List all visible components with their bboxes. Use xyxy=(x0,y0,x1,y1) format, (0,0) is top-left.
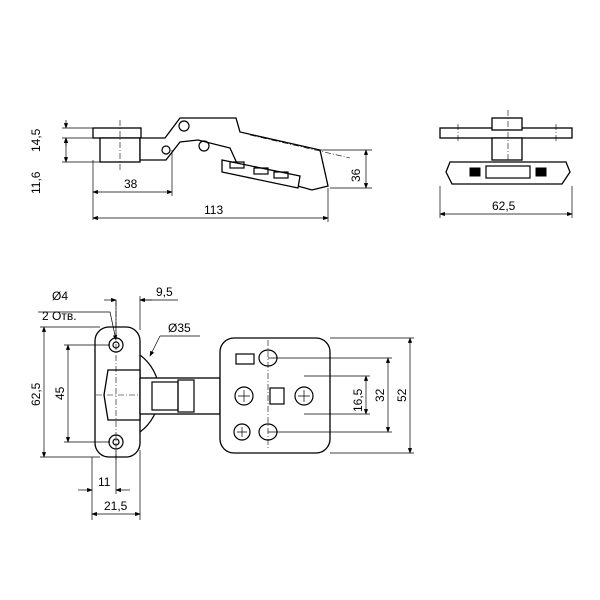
front-center-block xyxy=(485,165,531,179)
screw-left xyxy=(234,386,254,406)
pivot-hole-2 xyxy=(198,140,210,152)
slot-a xyxy=(229,161,245,169)
square-hole xyxy=(269,387,285,405)
pivot-hole-1 xyxy=(178,120,190,132)
cup-flange xyxy=(92,127,142,139)
dim-hole-spacing: 45 xyxy=(53,386,67,400)
plan-view: Ø4 2 Отв. 9,5 Ø35 62,5 45 11 21,5 xyxy=(29,285,414,520)
dim-side-total-length: 113 xyxy=(204,203,223,217)
side-view: 14,5 11,6 38 113 36 xyxy=(29,117,372,222)
dim-side-angle-height: 36 xyxy=(349,168,363,182)
dim-plate-height: 62,5 xyxy=(29,382,43,406)
screw-right xyxy=(294,386,314,406)
dim-mount-slot-small: 16,5 xyxy=(351,388,365,412)
front-cup-top xyxy=(491,117,523,131)
dim-mount-slot-large: 32 xyxy=(373,388,387,402)
adjust-slots xyxy=(235,353,255,365)
front-screw-r xyxy=(535,167,547,177)
dim-hole-offset: 9,5 xyxy=(156,285,173,299)
slot-b xyxy=(253,167,269,175)
dim-side-height-bottom: 11,6 xyxy=(29,171,43,194)
dim-side-width-cup: 38 xyxy=(124,177,138,191)
arm-centerline xyxy=(249,134,351,159)
front-screw-l xyxy=(469,167,481,177)
pivot-hole-3 xyxy=(161,145,171,155)
dim-cup-diameter: Ø35 xyxy=(168,321,191,335)
front-mount-plate xyxy=(445,161,571,185)
dim-side-height-top: 14,5 xyxy=(29,128,43,152)
dim-hole-count: 2 Отв. xyxy=(42,309,77,323)
dim-cup-depth: 11 xyxy=(98,475,111,489)
front-cup-body xyxy=(491,137,523,161)
front-view: 62,5 xyxy=(439,110,573,218)
dim-front-width: 62,5 xyxy=(492,199,516,213)
dim-hole-diameter: Ø4 xyxy=(52,289,68,303)
dim-mount-plate-height: 52 xyxy=(395,388,409,402)
dim-cup-offset: 21,5 xyxy=(104,499,128,513)
mount-plate xyxy=(219,337,331,454)
slot-c xyxy=(273,171,289,179)
screw-bottom-left xyxy=(233,423,251,441)
